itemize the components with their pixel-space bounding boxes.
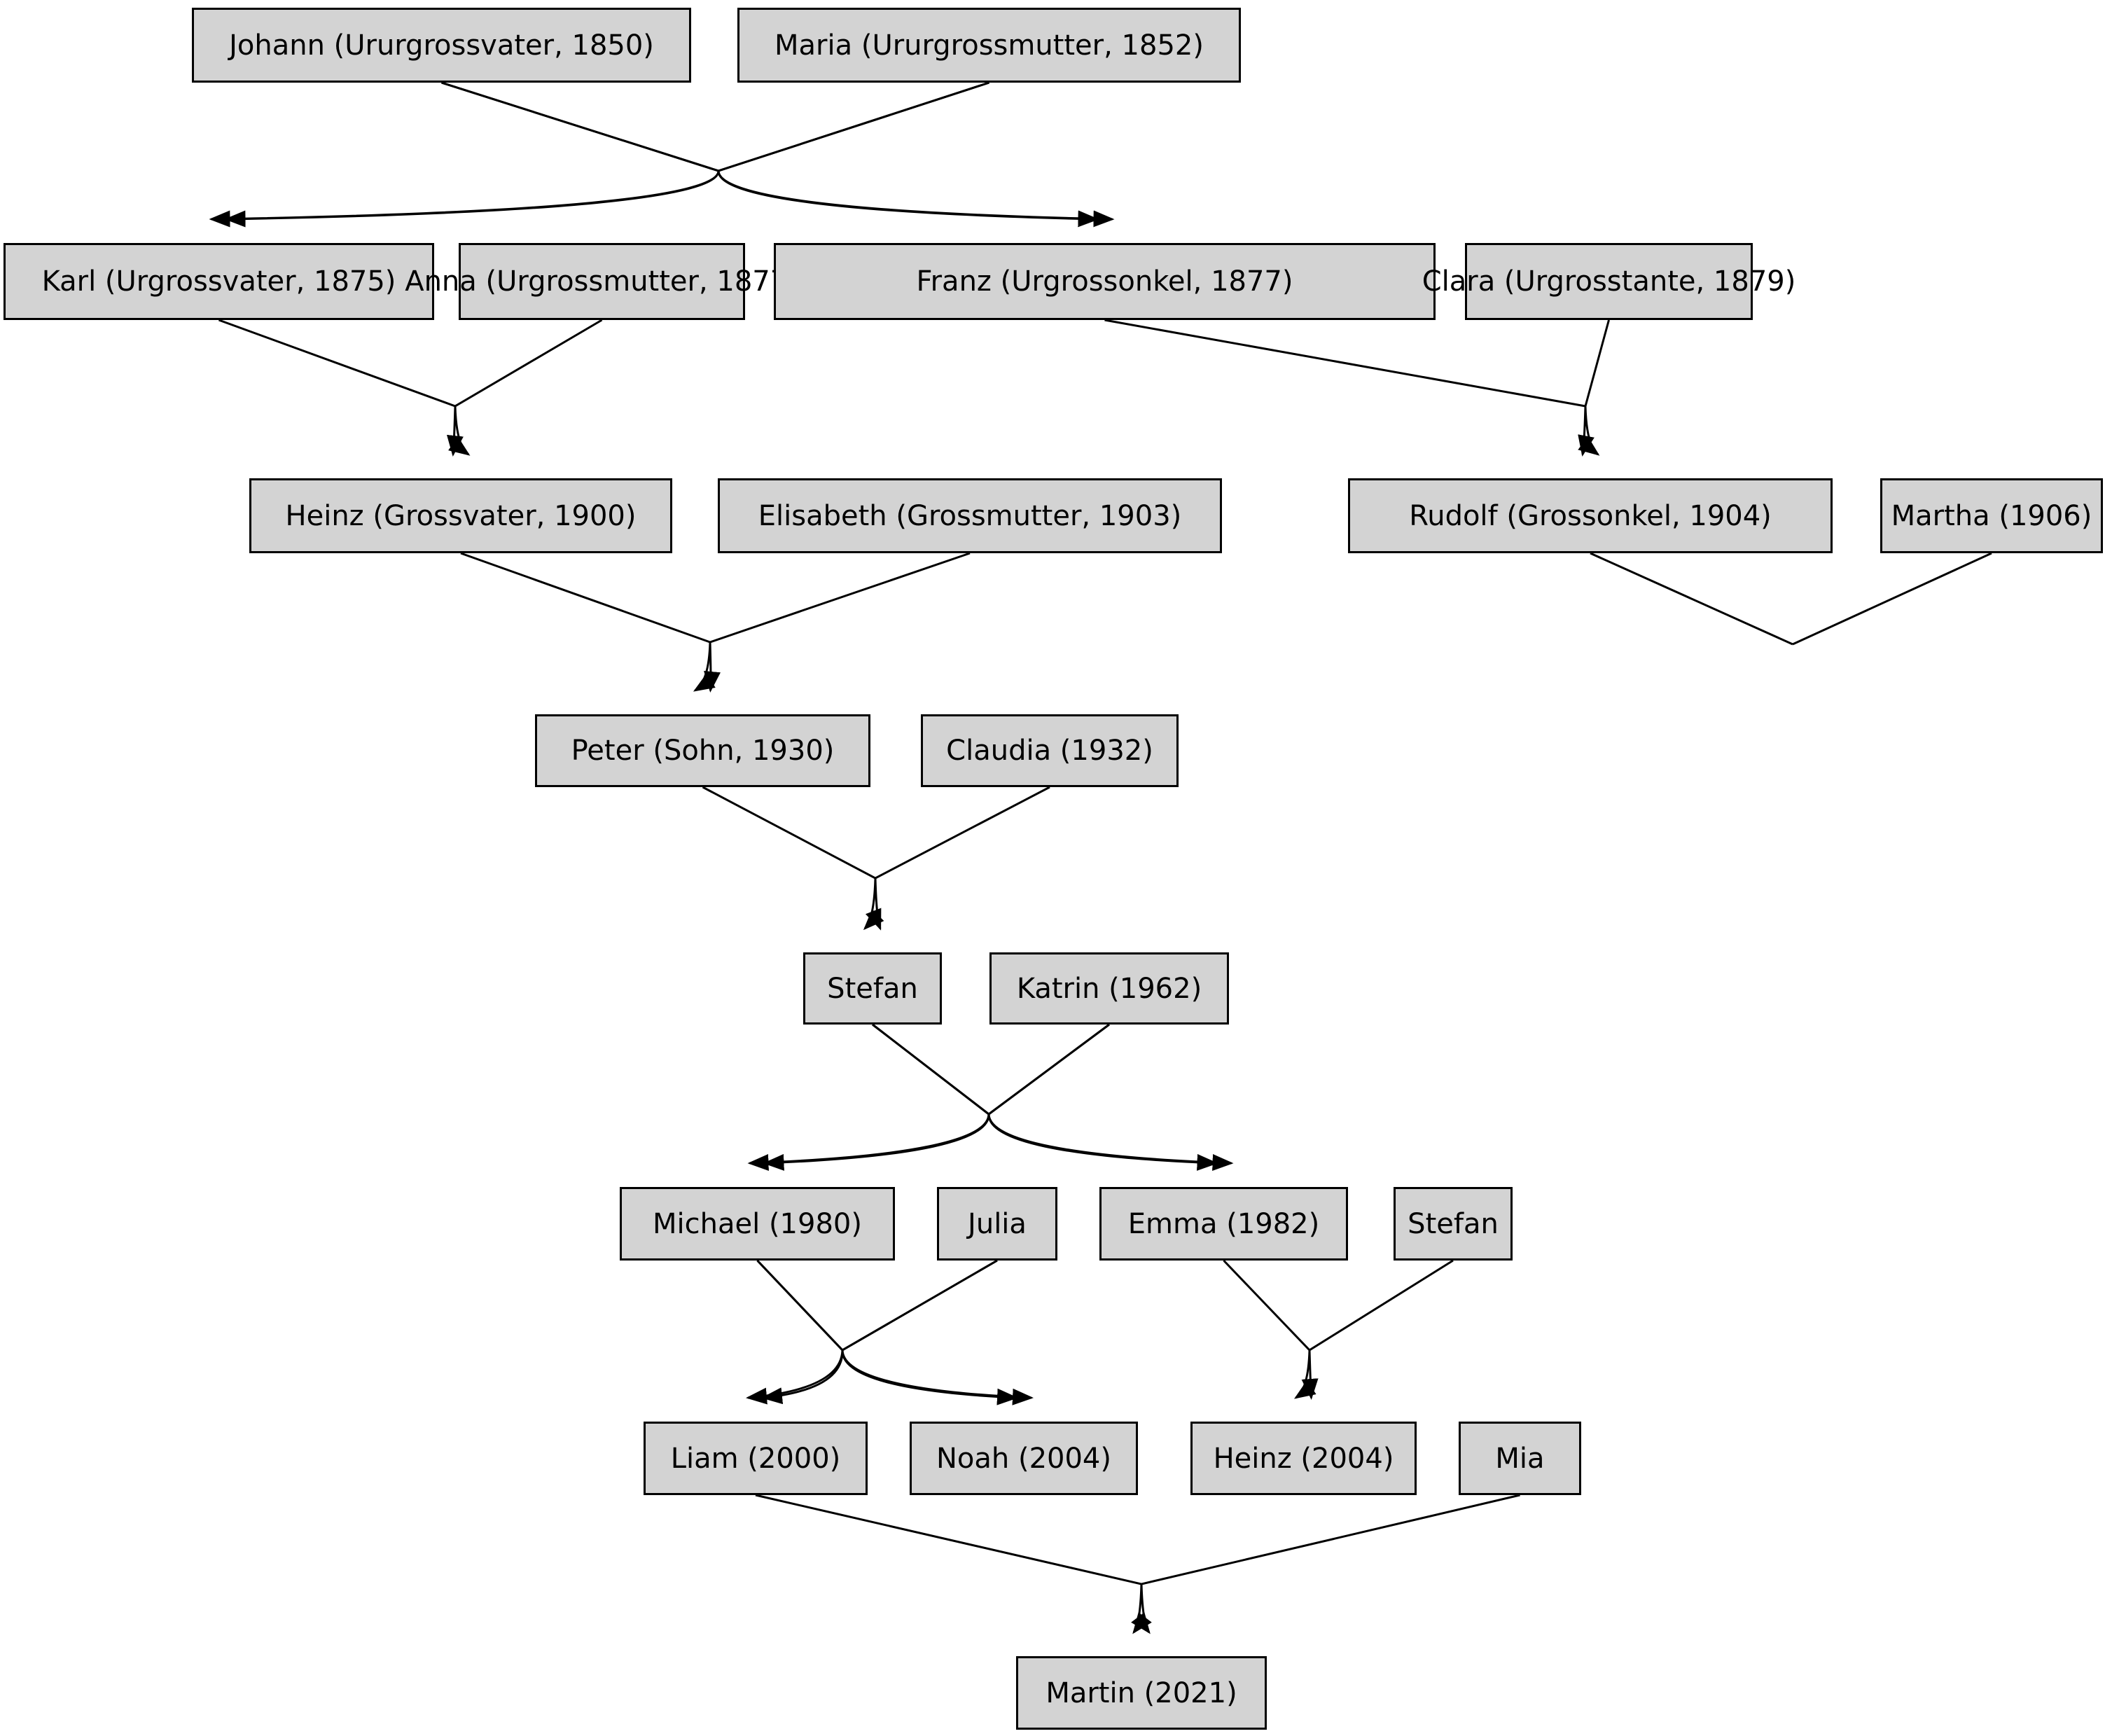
node-stefan1[interactable]: Stefan [803,952,942,1025]
edge-katrin-to-michael [763,1023,1110,1171]
node-anna[interactable]: Anna (Urgrossmutter, 1877) [405,243,799,320]
node-claudia[interactable]: Claudia (1932) [921,714,1179,787]
edge-franz-to-rudolf [1104,319,1595,457]
edge-maria-to-franz [717,81,1115,228]
node-mia[interactable]: Mia [1459,1422,1581,1495]
node-label: Stefan [827,972,918,1005]
edge-claudia-to-stefan1 [866,786,1050,931]
node-label: Maria (Ururgrossmutter, 1852) [774,29,1204,62]
edge-anna-to-heinz1 [448,319,603,456]
node-martha[interactable]: Martha (1906) [1880,478,2103,553]
edge-elisabeth-to-peter [704,552,971,693]
node-label: Karl (Urgrossvater, 1875) [41,265,396,298]
node-label: Rudolf (Grossonkel, 1904) [1409,499,1772,532]
edge-emma-to-heinz2 [1223,1259,1317,1399]
node-martin[interactable]: Martin (2021) [1016,1656,1267,1730]
node-label: Heinz (2004) [1213,1442,1394,1475]
node-rudolf[interactable]: Rudolf (Grossonkel, 1904) [1348,478,1833,553]
node-franz[interactable]: Franz (Urgrossonkel, 1877) [774,243,1436,320]
node-clara[interactable]: Clara (Urgrosstante, 1879) [1422,243,1795,320]
node-label: Martha (1906) [1891,499,2092,532]
edge-union-line [1792,552,1992,646]
node-label: Peter (Sohn, 1930) [571,735,835,767]
node-johann[interactable]: Johann (Ururgrossvater, 1850) [192,8,691,83]
edge-julia-to-liam [761,1259,998,1405]
node-label: Stefan [1408,1207,1499,1240]
edge-stefan2-to-heinz2 [1301,1259,1454,1400]
node-label: Katrin (1962) [1016,972,1202,1005]
edge-karl-to-heinz1 [218,319,464,457]
edge-maria-to-karl [224,81,989,228]
node-label: Franz (Urgrossonkel, 1877) [916,265,1293,298]
edge-stefan1-to-michael [747,1023,990,1171]
node-label: Heinz (Grossvater, 1900) [285,499,637,532]
node-liam[interactable]: Liam (2000) [644,1422,868,1495]
edge-michael-to-liam [746,1259,844,1405]
node-emma[interactable]: Emma (1982) [1099,1187,1348,1261]
node-heinz1[interactable]: Heinz (Grossvater, 1900) [249,478,672,553]
node-karl[interactable]: Karl (Urgrossvater, 1875) [4,243,434,320]
edge-johann-to-karl [209,81,720,228]
edge-michael-to-noah [756,1259,1018,1405]
edge-stefan1-to-emma [872,1023,1218,1171]
edge-johann-to-franz [441,81,1099,228]
node-label: Liam (2000) [670,1442,841,1475]
node-label: Martin (2021) [1045,1676,1237,1709]
edge-heinz1-to-peter [460,552,716,692]
edge-peter-to-stefan1 [702,786,884,931]
node-label: Clara (Urgrosstante, 1879) [1422,265,1796,298]
node-elisabeth[interactable]: Elisabeth (Grossmutter, 1903) [718,478,1222,553]
node-stefan2[interactable]: Stefan [1394,1187,1513,1261]
node-katrin[interactable]: Katrin (1962) [989,952,1229,1025]
edge-liam-to-martin [755,1494,1152,1634]
edge-clara-to-rudolf [1578,319,1610,456]
node-label: Anna (Urgrossmutter, 1877) [405,265,799,298]
node-label: Elisabeth (Grossmutter, 1903) [758,499,1182,532]
node-michael[interactable]: Michael (1980) [620,1187,895,1261]
node-maria[interactable]: Maria (Ururgrossmutter, 1852) [737,8,1241,83]
node-label: Julia [968,1207,1027,1240]
edge-union-line [1590,552,1793,646]
node-label: Emma (1982) [1127,1207,1320,1240]
node-julia[interactable]: Julia [937,1187,1057,1261]
node-label: Noah (2004) [936,1442,1111,1475]
node-peter[interactable]: Peter (Sohn, 1930) [535,714,870,787]
node-noah[interactable]: Noah (2004) [910,1422,1138,1495]
node-label: Johann (Ururgrossvater, 1850) [229,29,654,62]
node-heinz2[interactable]: Heinz (2004) [1190,1422,1417,1495]
edge-julia-to-noah [841,1259,1034,1405]
node-label: Mia [1495,1442,1545,1475]
node-label: Michael (1980) [653,1207,862,1240]
edge-mia-to-martin [1131,1494,1520,1634]
edge-katrin-to-emma [987,1023,1234,1171]
node-label: Claudia (1932) [946,735,1153,767]
